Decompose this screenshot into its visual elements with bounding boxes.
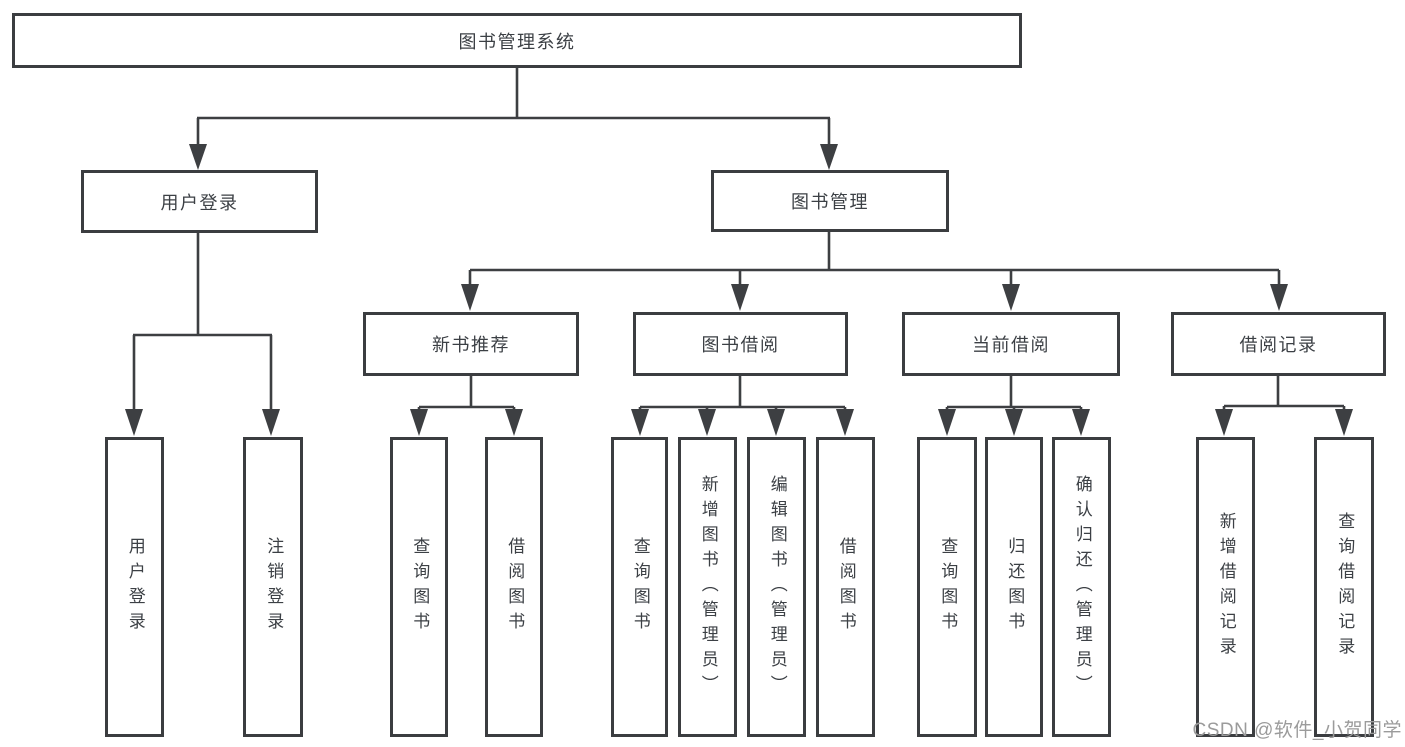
arrowhead-rec-query — [410, 409, 428, 436]
leaf-rec-query-book: 查询图书 — [390, 437, 448, 737]
arrowhead-new-book-rec — [461, 284, 479, 311]
leaf-borrow-query-book-label: 查询图书 — [630, 537, 650, 637]
leaf-rec-borrow-book: 借阅图书 — [485, 437, 543, 737]
leaf-user-login-label: 用户登录 — [125, 537, 145, 637]
node-borrow-record: 借阅记录 — [1171, 312, 1386, 376]
node-current-borrow: 当前借阅 — [902, 312, 1120, 376]
arrowhead-current-query — [938, 409, 956, 436]
leaf-borrow-add-book: 新增图书（管理员） — [678, 437, 737, 737]
leaf-current-confirm-return: 确认归还（管理员） — [1052, 437, 1111, 737]
arrowhead-borrow-edit — [767, 409, 785, 436]
arrowhead-leaf-logout — [262, 409, 280, 436]
arrowhead-rec-borrow — [505, 409, 523, 436]
arrowhead-book-borrow — [731, 284, 749, 311]
leaf-record-query: 查询借阅记录 — [1314, 437, 1374, 737]
leaf-record-query-label: 查询借阅记录 — [1335, 512, 1355, 662]
arrowhead-current-return — [1005, 409, 1023, 436]
arrowhead-record-add — [1215, 409, 1233, 436]
node-current-borrow-label: 当前借阅 — [972, 335, 1050, 355]
leaf-logout: 注销登录 — [243, 437, 303, 737]
node-user-login: 用户登录 — [81, 170, 318, 233]
leaf-borrow-query-book: 查询图书 — [611, 437, 668, 737]
node-new-book-rec: 新书推荐 — [363, 312, 579, 376]
node-book-borrow: 图书借阅 — [633, 312, 848, 376]
node-root: 图书管理系统 — [12, 13, 1022, 68]
arrowhead-borrow-borrow — [836, 409, 854, 436]
leaf-borrow-add-book-label: 新增图书（管理员） — [698, 474, 718, 700]
leaf-user-login: 用户登录 — [105, 437, 164, 737]
arrowhead-user-login — [189, 144, 207, 170]
node-borrow-record-label: 借阅记录 — [1239, 335, 1318, 355]
leaf-record-add-label: 新增借阅记录 — [1216, 512, 1236, 662]
arrowhead-leaf-user-login — [125, 409, 143, 436]
arrowhead-borrow-add — [698, 409, 716, 436]
leaf-current-query-book: 查询图书 — [917, 437, 977, 737]
leaf-current-return-book-label: 归还图书 — [1005, 537, 1025, 637]
leaf-borrow-edit-book-label: 编辑图书（管理员） — [767, 474, 787, 700]
leaf-current-return-book: 归还图书 — [985, 437, 1043, 737]
arrowhead-borrow-query — [631, 409, 649, 436]
node-user-login-label: 用户登录 — [160, 192, 239, 213]
arrowhead-borrow-record — [1270, 284, 1288, 311]
node-book-mgmt-label: 图书管理 — [791, 192, 869, 212]
node-book-borrow-label: 图书借阅 — [701, 335, 780, 355]
node-book-mgmt: 图书管理 — [711, 170, 949, 232]
arrowhead-book-mgmt — [820, 144, 838, 170]
leaf-current-query-book-label: 查询图书 — [938, 537, 958, 637]
node-root-label: 图书管理系统 — [458, 31, 576, 52]
arrowhead-current-borrow — [1002, 284, 1020, 311]
leaf-borrow-borrow-book-label: 借阅图书 — [836, 537, 856, 637]
leaf-borrow-edit-book: 编辑图书（管理员） — [747, 437, 806, 737]
leaf-rec-query-book-label: 查询图书 — [410, 537, 430, 637]
node-new-book-rec-label: 新书推荐 — [432, 335, 510, 355]
leaf-current-confirm-return-label: 确认归还（管理员） — [1072, 474, 1092, 700]
leaf-rec-borrow-book-label: 借阅图书 — [505, 537, 525, 637]
leaf-logout-label: 注销登录 — [264, 537, 284, 637]
csdn-watermark: CSDN @软件_小贺同学 — [1192, 720, 1402, 741]
arrowhead-current-confirm — [1072, 409, 1090, 436]
arrowhead-record-query — [1335, 409, 1353, 436]
leaf-record-add: 新增借阅记录 — [1196, 437, 1255, 737]
leaf-borrow-borrow-book: 借阅图书 — [816, 437, 875, 737]
